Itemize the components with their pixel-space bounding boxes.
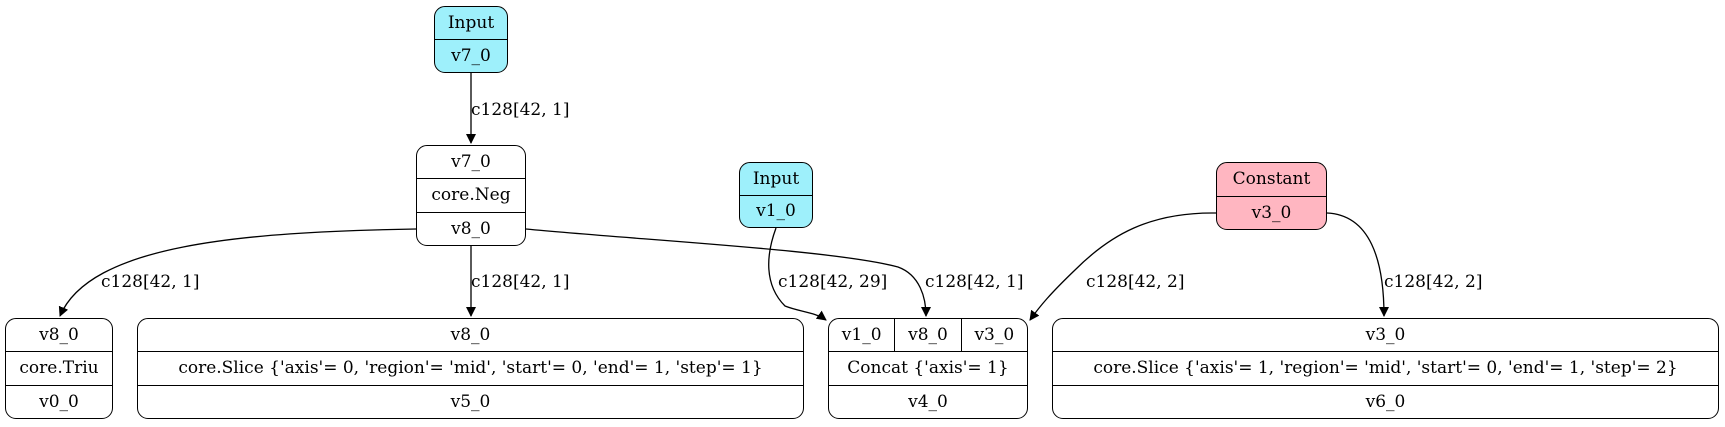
input-node-v1[interactable]: Input v1_0	[739, 162, 813, 228]
edge-constant-to-slice-b	[1326, 212, 1389, 317]
concat-node[interactable]: v1_0 v8_0 v3_0 Concat {'axis'= 1} v4_0	[828, 318, 1028, 419]
port-v3: v3_0	[960, 319, 1027, 352]
node-title: Constant	[1232, 169, 1311, 190]
neg-node[interactable]: v7_0 core.Neg v8_0	[416, 145, 526, 246]
edge-label: c128[42, 1]	[471, 100, 570, 120]
edge-label: c128[42, 1]	[925, 272, 1024, 292]
slice-node-v6[interactable]: v3_0 core.Slice {'axis'= 1, 'region'= 'm…	[1052, 318, 1719, 419]
edge-label: c128[42, 1]	[101, 272, 200, 292]
node-title: Input	[447, 13, 495, 33]
edge-label: c128[42, 2]	[1086, 272, 1185, 292]
edge-input-v1-to-concat	[768, 227, 827, 321]
node-op: core.Slice {'axis'= 0, 'region'= 'mid', …	[138, 351, 803, 384]
node-value: v1_0	[740, 194, 812, 228]
node-op: core.Neg	[417, 178, 525, 211]
node-input-port: v8_0	[39, 325, 79, 346]
concat-input-ports: v1_0 v8_0 v3_0	[829, 319, 1027, 352]
node-output-port: v5_0	[138, 384, 803, 418]
edge-constant-to-concat	[1029, 212, 1217, 321]
edge-label: c128[42, 1]	[471, 272, 570, 292]
node-output-port: v8_0	[417, 211, 525, 245]
node-output-port: v6_0	[1053, 384, 1718, 418]
node-op: core.Triu	[6, 351, 112, 384]
port-v8: v8_0	[894, 319, 960, 352]
node-value: v3_0	[1217, 195, 1326, 230]
node-input-port: v7_0	[451, 152, 491, 173]
node-output-port: v0_0	[6, 384, 112, 418]
port-v1: v1_0	[841, 325, 882, 346]
node-input-port: v3_0	[1365, 325, 1406, 346]
node-title: Input	[752, 168, 800, 189]
triu-node[interactable]: v8_0 core.Triu v0_0	[5, 318, 113, 419]
input-node-v7[interactable]: Input v7_0	[434, 6, 508, 73]
node-input-port: v8_0	[450, 325, 491, 346]
edge-neg-to-triu	[58, 228, 417, 317]
constant-node-v3[interactable]: Constant v3_0	[1216, 162, 1327, 230]
slice-node-v5[interactable]: v8_0 core.Slice {'axis'= 0, 'region'= 'm…	[137, 318, 804, 419]
node-value: v7_0	[435, 39, 507, 72]
edge-neg-to-concat	[525, 228, 931, 317]
edge-label: c128[42, 2]	[1384, 272, 1483, 292]
node-op: core.Slice {'axis'= 1, 'region'= 'mid', …	[1053, 351, 1718, 384]
node-output-port: v4_0	[829, 384, 1027, 418]
edge-label: c128[42, 29]	[778, 272, 888, 292]
node-op: Concat {'axis'= 1}	[829, 351, 1027, 384]
